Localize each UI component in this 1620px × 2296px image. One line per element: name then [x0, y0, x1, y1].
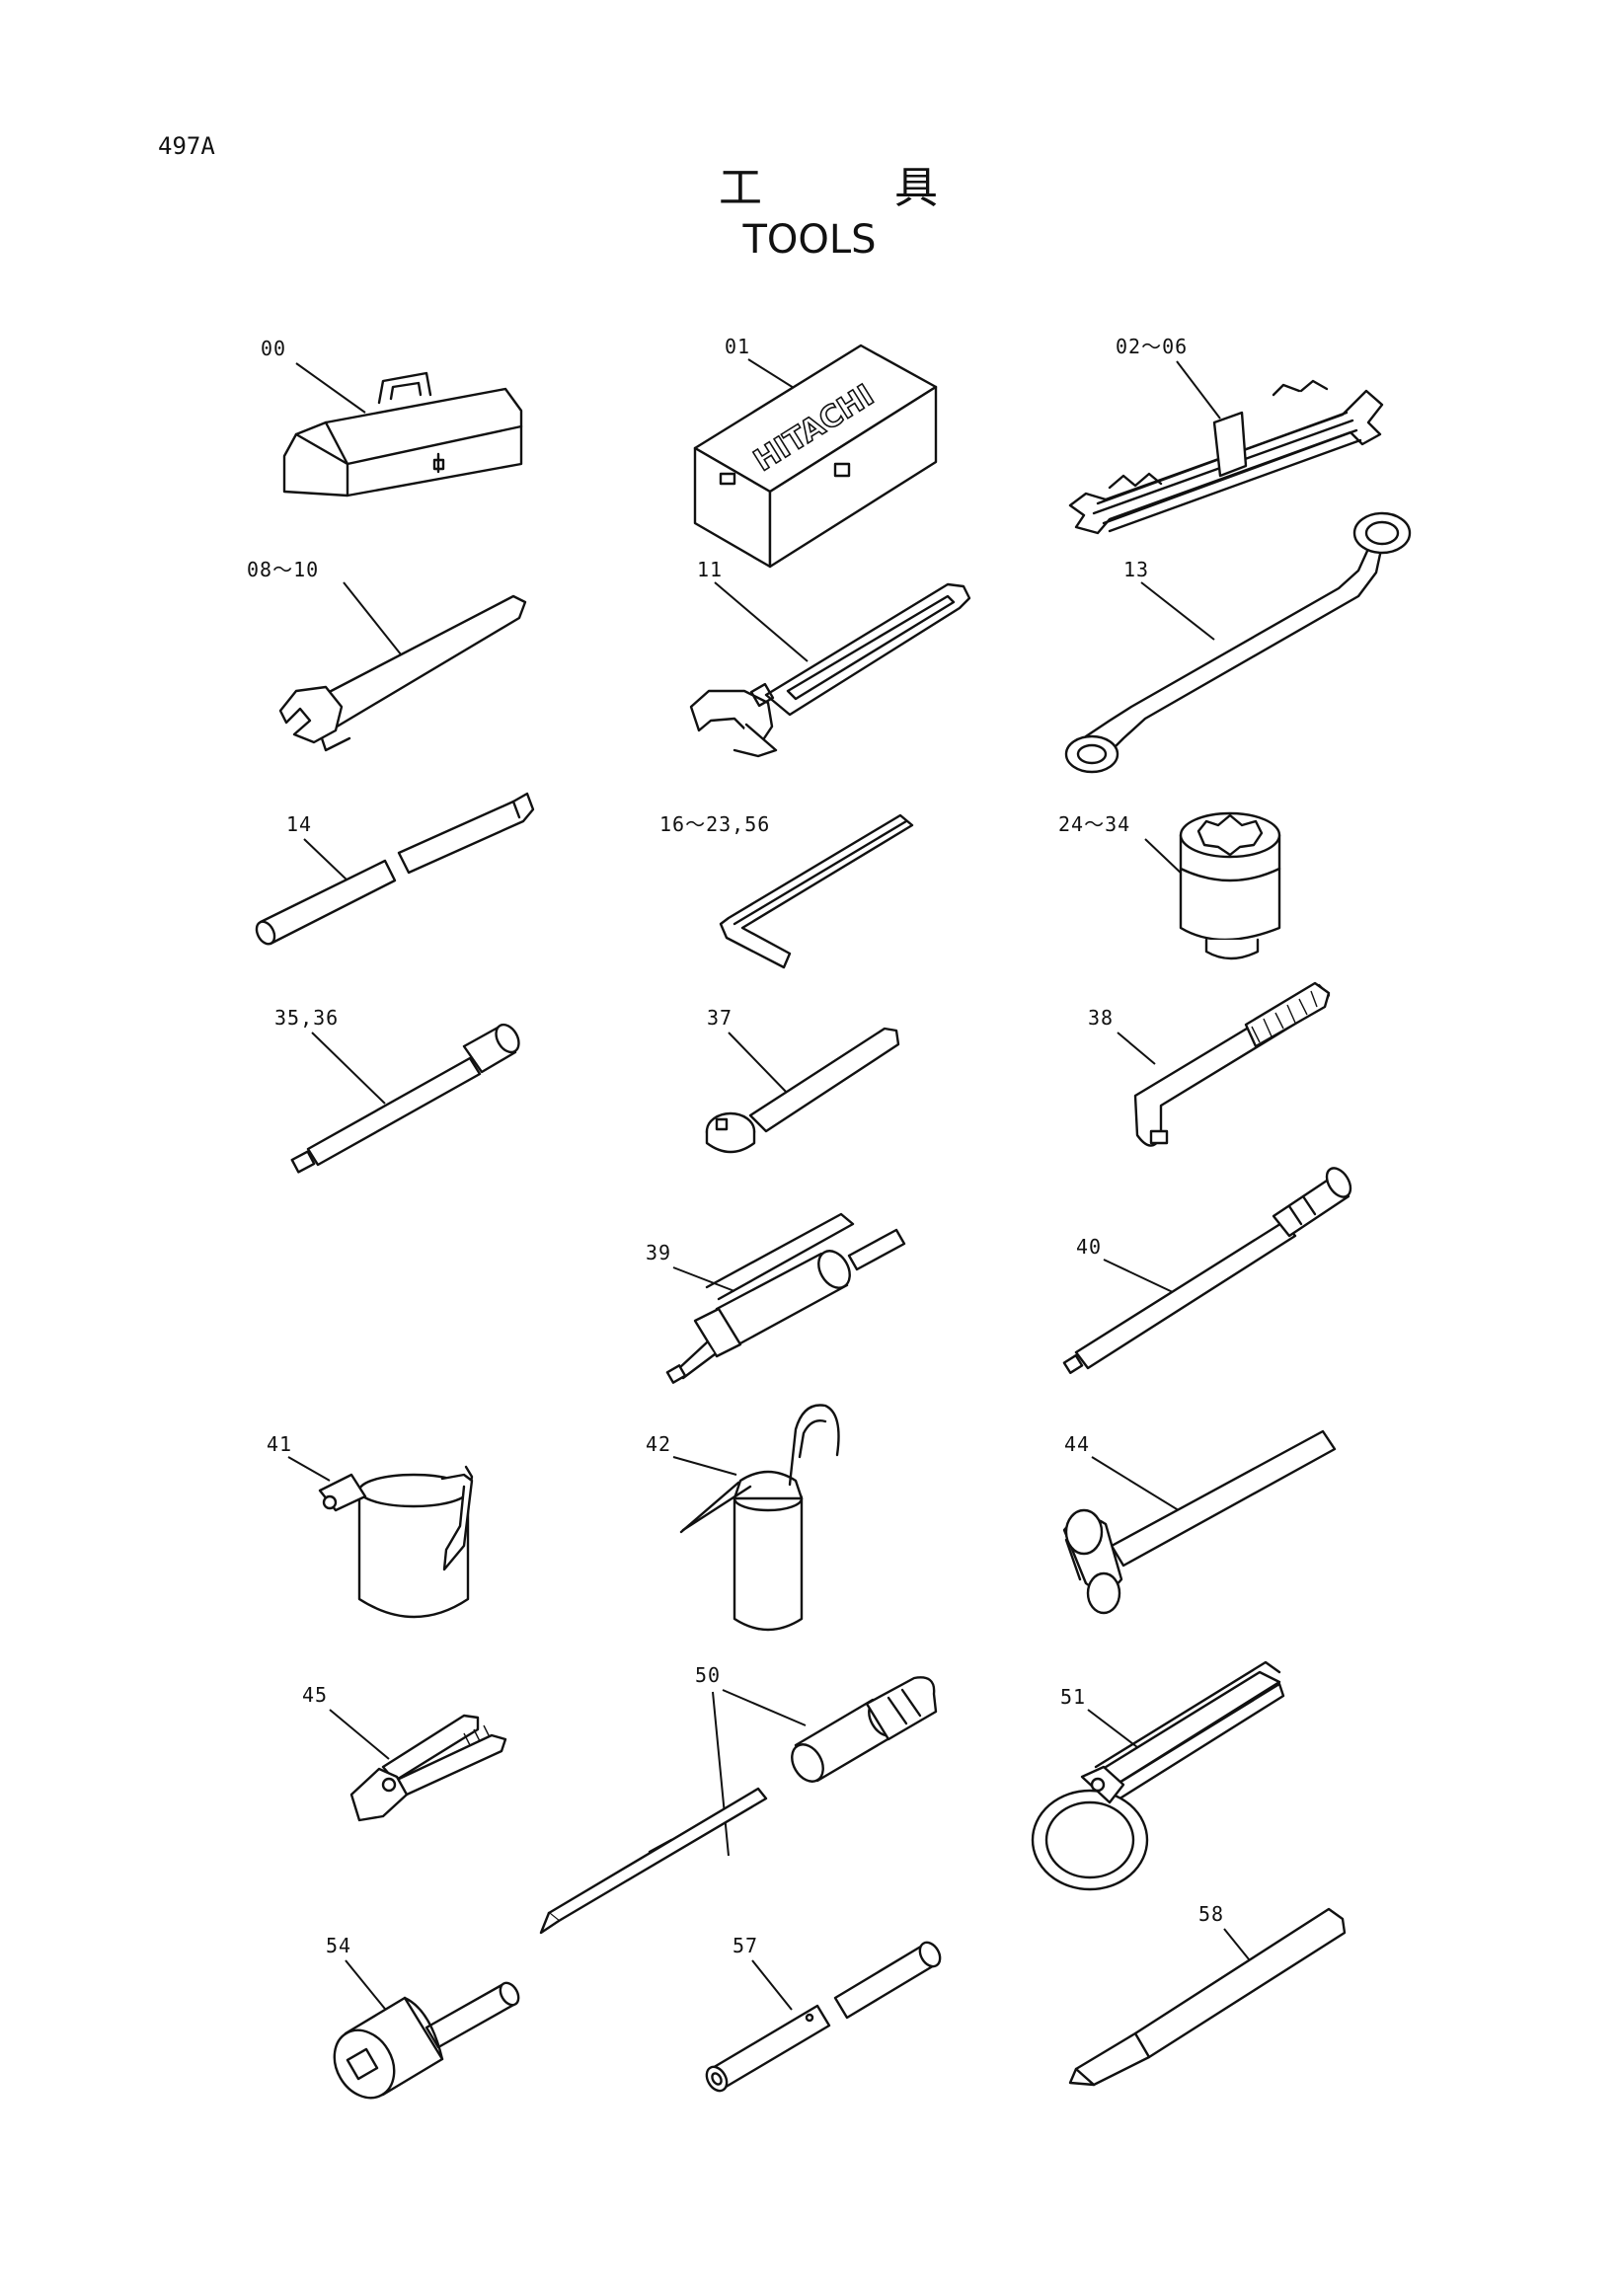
leader-line [1140, 581, 1215, 641]
ref-label: 39 [646, 1241, 671, 1264]
item-54: 54 [326, 1934, 520, 2100]
ref-label: 54 [326, 1934, 351, 1957]
ref-label: 37 [707, 1006, 733, 1030]
ref-label: 58 [1198, 1902, 1224, 1926]
ref-label: 16～23,56 [659, 812, 770, 836]
hitachi-tool-case-icon: HITACHI [693, 344, 938, 569]
torque-wrench-icon [1062, 1167, 1352, 1374]
item-58: 58 [1068, 1902, 1347, 2087]
leader-line [672, 1456, 737, 1476]
ref-label: 35,36 [274, 1006, 339, 1030]
ref-label: 02～06 [1116, 335, 1188, 358]
chisel-icon [1068, 1907, 1347, 2087]
ref-label: 42 [646, 1432, 671, 1456]
l-handle-icon [1133, 981, 1331, 1147]
bar-icon [255, 792, 535, 946]
item-38: 38 [1088, 981, 1331, 1147]
ref-label: 41 [267, 1432, 292, 1456]
leader-line [1144, 838, 1186, 878]
pipe-icon [705, 1941, 942, 2093]
adapter-icon [333, 1981, 520, 2100]
item-14: 14 [255, 792, 535, 946]
item-41: 41 [267, 1432, 474, 1619]
ref-label: 57 [733, 1934, 758, 1957]
filter-wrench-icon [1031, 1660, 1285, 1891]
title-english: TOOLS [741, 217, 876, 263]
ref-label: 24～34 [1058, 812, 1130, 836]
oil-jug-icon [318, 1465, 474, 1619]
leader-line [295, 362, 366, 414]
screwdriver-icon [539, 1676, 938, 1935]
ref-label: 51 [1060, 1685, 1086, 1709]
leader-line [343, 581, 406, 660]
item-16-23-56: 16～23,56 [659, 812, 914, 969]
offset-box-wrench-icon [1064, 511, 1412, 774]
leader-line [329, 1709, 390, 1760]
item-02-06: 02～06 [1068, 335, 1384, 535]
tool-box-icon [282, 371, 523, 497]
ref-label: 50 [695, 1663, 721, 1687]
hammer-icon [1062, 1429, 1337, 1615]
oil-can-icon [679, 1404, 840, 1632]
adjustable-wrench-icon [689, 582, 971, 758]
leader-line [1103, 1259, 1176, 1294]
hex-key-icon [719, 813, 914, 969]
item-01: 01 HITACHI [693, 335, 938, 569]
ref-label: 13 [1123, 558, 1149, 581]
item-35-36: 35,36 [274, 1006, 520, 1174]
leader-line [303, 838, 348, 881]
leader-line [728, 1032, 791, 1097]
leader-line [345, 1959, 390, 2015]
ref-label: 11 [697, 558, 723, 581]
item-24-34: 24～34 [1058, 811, 1281, 960]
title-japanese: 工 具 [719, 163, 997, 213]
ref-label: 40 [1076, 1235, 1102, 1259]
page-number: 497A [158, 132, 215, 160]
item-11: 11 [689, 558, 971, 758]
leader-line [751, 1959, 793, 2011]
item-13: 13 [1064, 511, 1412, 774]
item-40: 40 [1062, 1167, 1352, 1374]
item-39: 39 [646, 1212, 906, 1384]
ref-label: 08～10 [247, 558, 319, 581]
ref-label: 38 [1088, 1006, 1114, 1030]
ref-label: 00 [261, 337, 286, 360]
leader-line [714, 581, 809, 662]
item-57: 57 [705, 1934, 942, 2093]
leader-line [672, 1266, 735, 1292]
leader-line [1117, 1032, 1156, 1065]
ref-label: 44 [1064, 1432, 1090, 1456]
item-08-10: 08～10 [247, 558, 527, 752]
open-end-spanner-icon [278, 594, 527, 752]
leader-line [712, 1689, 807, 1857]
item-00: 00 [261, 337, 523, 497]
item-50: 50 [539, 1663, 938, 1935]
ref-label: 45 [302, 1683, 328, 1707]
item-42: 42 [646, 1404, 840, 1632]
wrench-set-icon [1068, 379, 1384, 535]
leader-line [287, 1456, 331, 1482]
socket-handle-icon [705, 1027, 900, 1154]
socket-icon [1179, 811, 1281, 960]
item-51: 51 [1031, 1660, 1285, 1891]
ref-label: 14 [286, 812, 312, 836]
grease-gun-icon [665, 1212, 906, 1384]
leader-line [1176, 360, 1221, 420]
extension-bar-icon [290, 1023, 520, 1174]
item-44: 44 [1062, 1429, 1337, 1615]
ref-label: 01 [725, 335, 750, 358]
leader-line [311, 1032, 386, 1105]
pliers-icon [349, 1714, 507, 1822]
item-45: 45 [302, 1683, 507, 1822]
item-37: 37 [705, 1006, 900, 1154]
leader-line [1087, 1709, 1138, 1748]
